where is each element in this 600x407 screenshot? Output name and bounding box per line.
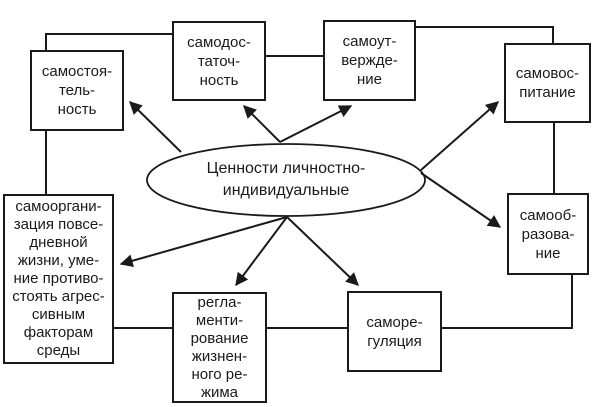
box-samoregulyatsiya-label: саморе- гуляция: [366, 313, 423, 350]
arrow-to-samodostatochnost: [243, 105, 281, 143]
box-samoorganizatsiya-label: самооргани- зация повсе- дневной жизни, …: [12, 198, 105, 359]
radiating-arrows: [119, 101, 502, 287]
arrow-to-samoorganizatsiya: [119, 216, 288, 268]
box-samoobrazovanie: самооб- разова- ние: [507, 193, 589, 275]
arrow-to-samoregulyatsiya: [286, 216, 359, 286]
box-samodostatochnost: самодос- таточ- ность: [172, 21, 266, 101]
arrow-to-samoutverzhdenie: [279, 105, 353, 143]
box-samoobrazovanie-label: самооб- разова- ние: [519, 206, 577, 262]
box-samodostatochnost-label: самодос- таточ- ность: [187, 33, 251, 89]
center-ellipse: [146, 143, 426, 217]
box-samostoyatelnost: самостоя- тель- ность: [30, 50, 124, 131]
arrow-to-reglamentirovanie: [235, 216, 288, 287]
box-samovospitanie-label: самовос- питание: [515, 65, 580, 101]
connector-samoobrazovanie-samoregulyatsiya: [440, 273, 573, 329]
box-reglamentirovanie-label: регла- менти- рование жизнен- ного ре- ж…: [190, 293, 249, 401]
box-samovospitanie: самовос- питание: [504, 43, 591, 123]
box-samostoyatelnost-label: самостоя- тель- ность: [41, 63, 113, 118]
box-samoutverzhdenie: самоут- вержде- ние: [323, 20, 416, 101]
center-ellipse-label: Ценности личностно- индивидуальные: [206, 160, 366, 199]
arrow-to-samostoyatelnost: [129, 101, 182, 153]
connector-samostoyatelnost-samodostatochnost: [45, 33, 172, 51]
box-samoutverzhdenie-label: самоут- вержде- ние: [341, 33, 398, 88]
center-ellipse-label-area: Ценности личностно- индивидуальные: [150, 145, 422, 215]
perimeter-connector-lines: [45, 26, 573, 329]
connector-samoutverzhdenie-samovospitanie: [415, 26, 554, 43]
box-samoregulyatsiya: саморе- гуляция: [347, 291, 442, 372]
box-samoorganizatsiya: самооргани- зация повсе- дневной жизни, …: [3, 194, 114, 364]
box-reglamentirovanie: регла- менти- рование жизнен- ного ре- ж…: [172, 292, 267, 403]
arrow-to-samovospitanie: [420, 101, 499, 171]
arrow-to-samoobrazovanie: [420, 172, 502, 228]
